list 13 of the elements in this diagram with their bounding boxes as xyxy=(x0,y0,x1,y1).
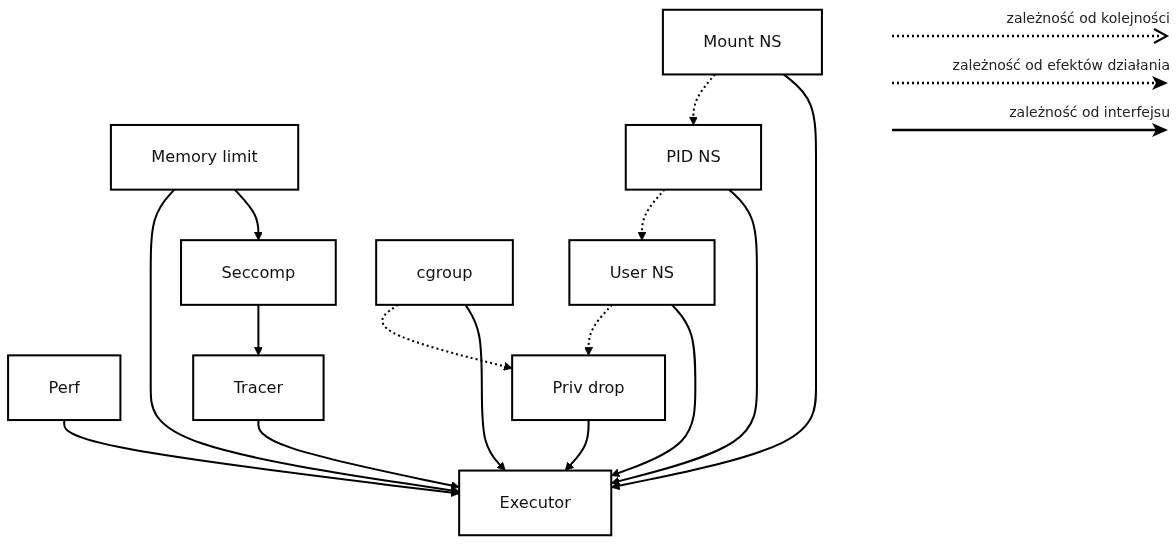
process-box: User NS xyxy=(568,239,716,306)
legend-text: zależność od interfejsu xyxy=(1009,104,1170,120)
process-box: Executor xyxy=(458,469,613,537)
process-box: cgroup xyxy=(375,239,514,306)
process-box: Mount NS xyxy=(661,8,823,76)
process-box: Seccomp xyxy=(180,239,337,306)
process-box: Memory limit xyxy=(109,123,300,191)
process-box: PID NS xyxy=(624,123,763,191)
legend-text: zależność od kolejności xyxy=(1006,10,1170,26)
process-box: Tracer xyxy=(192,354,325,422)
process-box: Priv drop xyxy=(511,354,667,422)
process-box: Perf xyxy=(7,354,122,422)
legend-text: zależność od efektów działania xyxy=(952,57,1170,73)
